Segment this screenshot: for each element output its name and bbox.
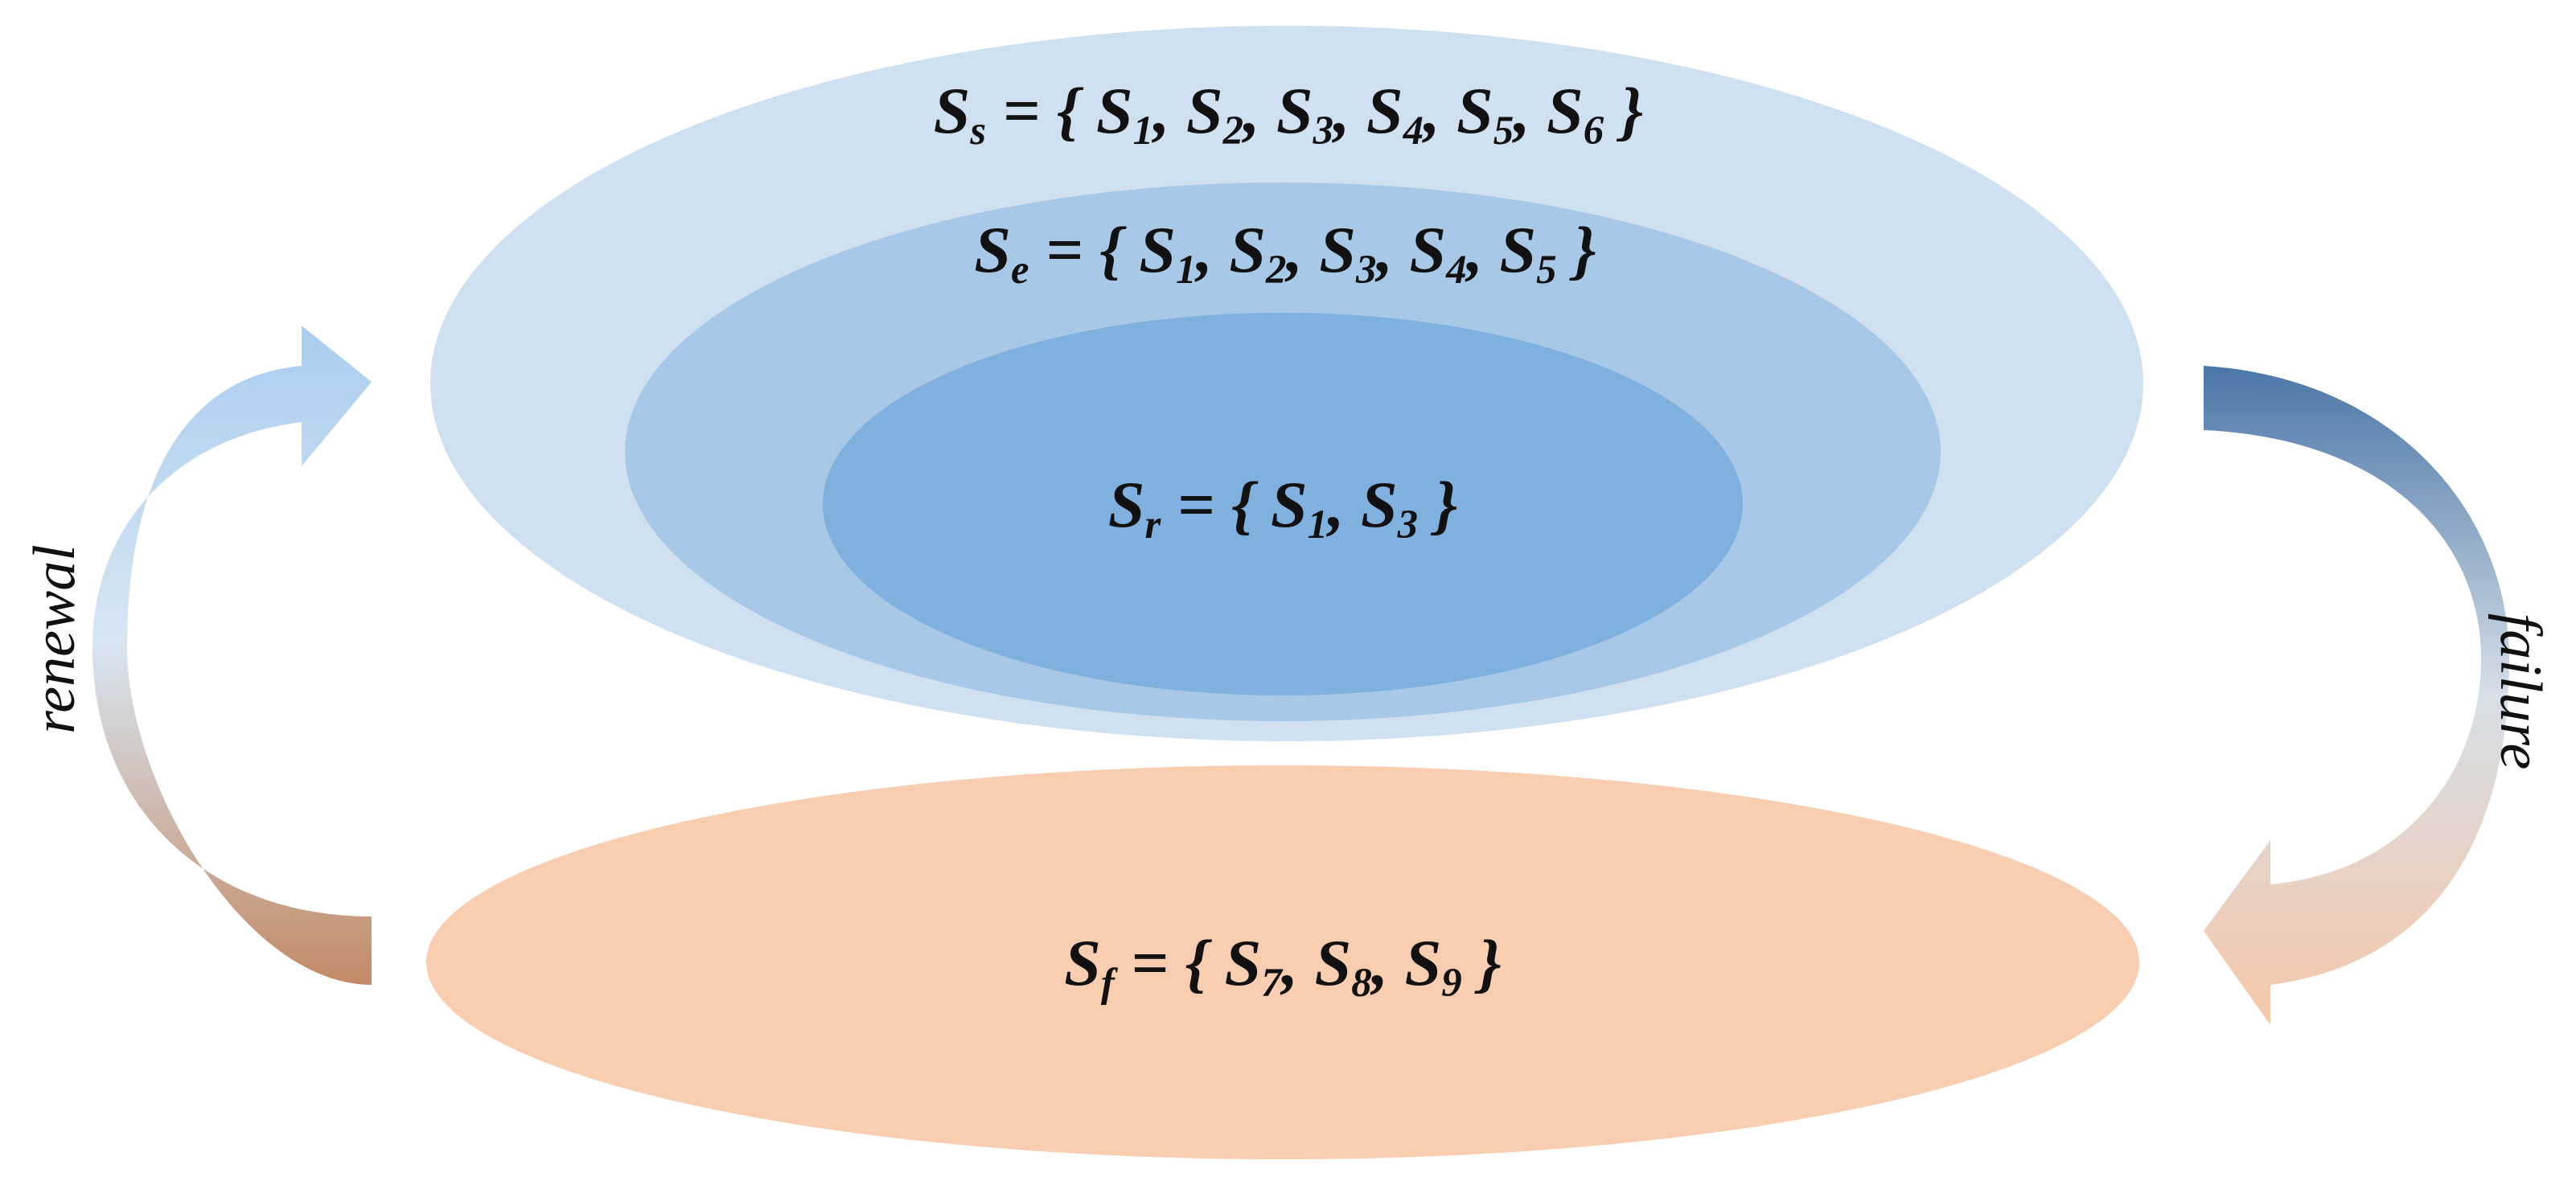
set-element: S — [1186, 74, 1223, 147]
failure-set-label: Sf = { S7, S8, S9 } — [1064, 926, 1501, 1005]
set-element: S — [1225, 926, 1262, 999]
set-element-subscript: 6 — [1584, 108, 1604, 153]
set-separator: , — [1370, 926, 1405, 999]
set-symbol-subscript: r — [1144, 502, 1161, 547]
set-element-subscript: 2 — [1222, 108, 1243, 153]
set-element: S — [1405, 926, 1442, 999]
set-element-subscript: 1 — [1133, 108, 1153, 153]
set-symbol: S — [1064, 926, 1101, 999]
safe-set-label: Ss = { S1, S2, S3, S4, S5, S6 } — [934, 74, 1643, 153]
set-element-subscript: 3 — [1313, 108, 1333, 153]
set-close: } — [1604, 74, 1643, 147]
efficient-set-label: Se = { S1, S2, S3, S4, S5 } — [974, 213, 1596, 292]
set-element: S — [1315, 926, 1352, 999]
set-equals-open: = { — [1029, 213, 1140, 286]
set-element-subscript: 2 — [1265, 247, 1286, 292]
set-element-subscript: 5 — [1536, 247, 1556, 292]
set-element-subscript: 8 — [1351, 960, 1371, 1005]
set-separator: , — [1422, 74, 1456, 147]
set-element: S — [1271, 468, 1308, 541]
set-element-subscript: 3 — [1397, 502, 1418, 547]
set-equals-open: = { — [1161, 468, 1271, 541]
set-separator: , — [1284, 213, 1319, 286]
set-element: S — [1366, 74, 1403, 147]
set-equals-open: = { — [986, 74, 1096, 147]
set-symbol-subscript: s — [969, 108, 986, 153]
set-separator: , — [1194, 213, 1229, 286]
set-element: S — [1547, 74, 1584, 147]
set-element: S — [1409, 213, 1446, 286]
renewal-arrow — [92, 326, 372, 985]
set-separator: , — [1332, 74, 1366, 147]
set-element: S — [1499, 213, 1536, 286]
set-element-subscript: 1 — [1176, 247, 1196, 292]
set-separator: , — [1280, 926, 1315, 999]
set-element: S — [1096, 74, 1133, 147]
set-element-subscript: 3 — [1355, 247, 1376, 292]
set-element-subscript: 4 — [1403, 108, 1424, 153]
set-element-subscript: 9 — [1441, 960, 1461, 1005]
set-element: S — [1139, 213, 1176, 286]
set-separator: , — [1374, 213, 1409, 286]
failure-label: failure — [2488, 613, 2553, 770]
set-symbol-subscript: f — [1101, 960, 1119, 1005]
set-separator: , — [1152, 74, 1186, 147]
set-element: S — [1456, 74, 1493, 147]
set-element-subscript: 5 — [1493, 108, 1514, 153]
set-equals-open: = { — [1115, 926, 1225, 999]
set-close: } — [1418, 468, 1457, 541]
set-symbol: S — [934, 74, 971, 147]
set-close: } — [1557, 213, 1596, 286]
renewal-label: renewal — [22, 544, 88, 734]
set-separator: , — [1242, 74, 1276, 147]
set-element: S — [1229, 213, 1266, 286]
set-element: S — [1319, 213, 1356, 286]
set-separator: , — [1512, 74, 1547, 147]
set-separator: , — [1465, 213, 1499, 286]
set-symbol-subscript: e — [1011, 247, 1029, 292]
set-separator: , — [1326, 468, 1361, 541]
failure-set-ellipse — [426, 765, 2139, 1159]
set-symbol: S — [974, 213, 1011, 286]
set-symbol: S — [1108, 468, 1145, 541]
set-element-subscript: 1 — [1308, 502, 1328, 547]
set-element-subscript: 7 — [1261, 960, 1284, 1005]
reliable-set-ellipse — [823, 313, 1743, 695]
reliable-set-label: Sr = { S1, S3 } — [1108, 468, 1457, 547]
failure-arrow — [2204, 366, 2509, 1025]
set-close: } — [1462, 926, 1502, 999]
set-element-subscript: 4 — [1445, 247, 1466, 292]
set-element: S — [1276, 74, 1313, 147]
set-element: S — [1361, 468, 1398, 541]
